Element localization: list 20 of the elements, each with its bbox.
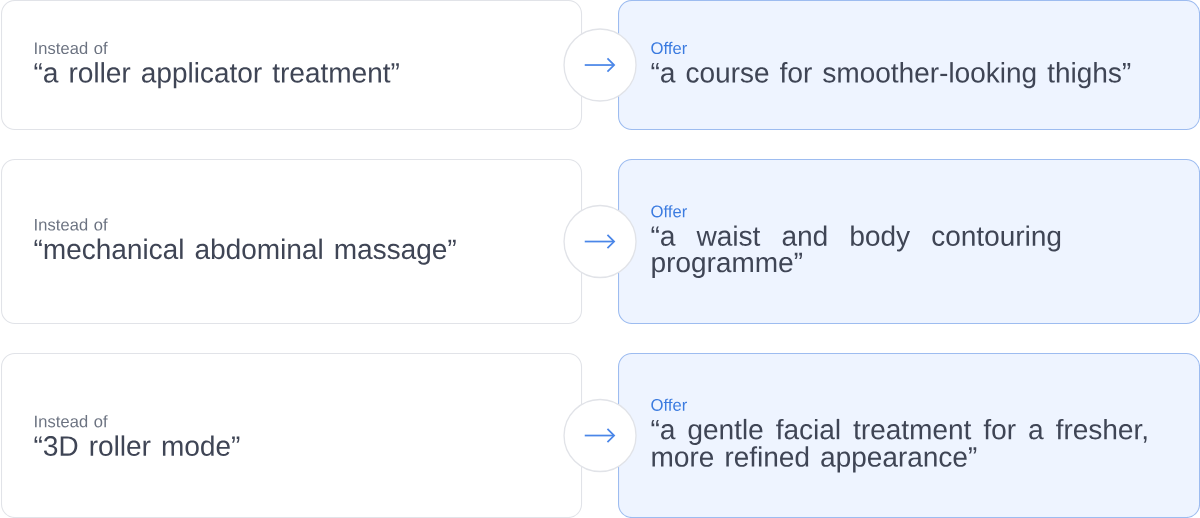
quote-text: “3D roller mode” <box>34 435 240 456</box>
quote-text: “a gentle facial treatment for a fresher, more refined appearance” <box>651 418 1147 473</box>
label-text: Instead of <box>35 415 108 428</box>
quote-text: “a roller applicator treatment” <box>34 62 399 89</box>
label-text: Offer <box>651 41 687 55</box>
quote-text: “mechanical abdominal massage” <box>34 238 456 265</box>
card <box>618 0 1200 131</box>
quote-text: “a course for smoother-looking thighs” <box>651 62 1131 89</box>
label-text: Instead of <box>35 41 108 55</box>
card <box>1 159 583 325</box>
arrow <box>583 234 616 250</box>
card <box>618 159 1200 325</box>
card <box>618 353 1200 518</box>
arrow <box>583 428 616 444</box>
label-text: Instead of <box>35 218 108 231</box>
label-text: Offer <box>651 205 687 218</box>
arrow <box>583 57 616 73</box>
quote-text: “a waist and body contouring programme” <box>651 225 1061 278</box>
label-text: Offer <box>651 398 687 411</box>
card <box>1 353 583 518</box>
